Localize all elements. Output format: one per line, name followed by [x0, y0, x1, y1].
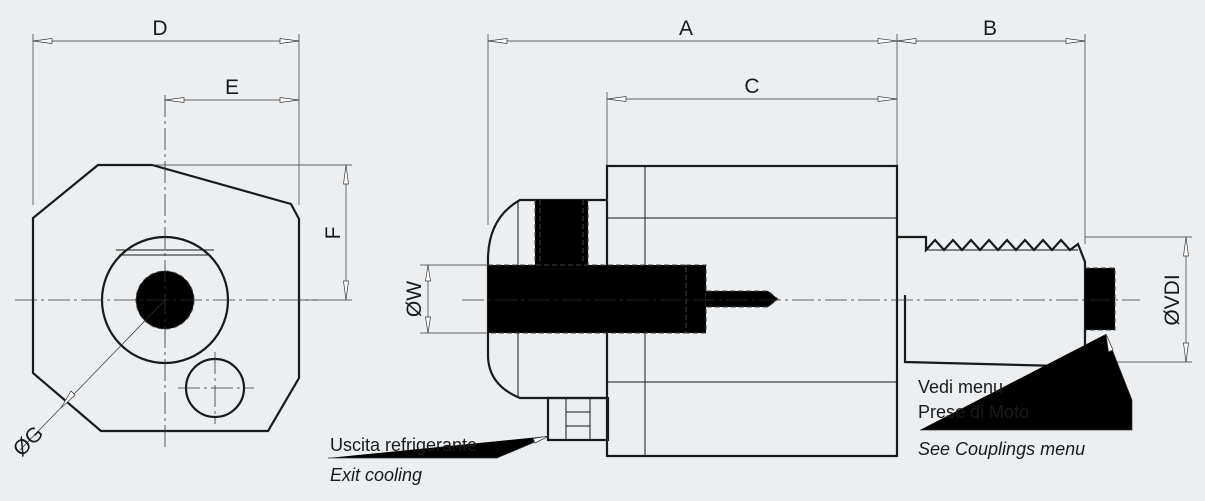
- dim-e-arrow-right: [279, 97, 300, 103]
- shank-outline: [897, 235, 1087, 368]
- dim-c-arrow-right: [877, 96, 898, 102]
- cooling-note-it: Uscita refrigerante: [330, 435, 477, 455]
- dim-a-arrow-right: [877, 38, 898, 44]
- dim-vdi-arrow-bottom: [1183, 342, 1189, 363]
- dim-a-label: A: [679, 17, 693, 40]
- dim-c-arrow-left: [606, 96, 627, 102]
- dim-a-arrow-left: [487, 38, 508, 44]
- dim-d-arrow-right: [279, 38, 300, 44]
- dim-f-arrow-top: [343, 164, 349, 185]
- cooling-note-en: Exit cooling: [330, 465, 422, 485]
- dim-w-label: ØW: [403, 281, 426, 317]
- nose-outline: [486, 198, 607, 400]
- front-view: D E F ØG: [9, 17, 352, 461]
- coolant-outlet-hex: [565, 397, 591, 441]
- dim-c-label: C: [744, 75, 759, 98]
- dim-b-label: B: [983, 17, 997, 40]
- dim-f-arrow-bottom: [343, 280, 349, 301]
- coolant-outlet-body: [546, 396, 610, 442]
- front-body-outline: [31, 163, 301, 433]
- dim-e-label: E: [225, 76, 239, 99]
- dim-vdi-label: ØVDI: [1161, 274, 1184, 325]
- shank-end-hidden: [1085, 267, 1116, 331]
- side-view: A B C ØW ØVDI Vedi menu Prese di Moto Se…: [328, 17, 1192, 485]
- coupling-note-en: See Couplings menu: [918, 439, 1085, 459]
- dim-d-label: D: [152, 17, 167, 40]
- dim-g-arrow: [60, 390, 76, 409]
- dim-e-arrow-left: [164, 97, 185, 103]
- dim-d-arrow-left: [32, 38, 53, 44]
- coupling-leader-arrow: [1105, 333, 1114, 353]
- dim-b-arrow-right: [1065, 38, 1086, 44]
- coupling-note-line-1: Vedi menu: [918, 377, 1003, 397]
- dim-vdi-arrow-top: [1183, 236, 1189, 257]
- dim-w-arrow-top: [425, 264, 431, 282]
- bore-w-hidden: [488, 264, 707, 334]
- dim-w-arrow-bottom: [425, 316, 431, 334]
- coupling-leader: [920, 333, 1133, 431]
- dim-b-arrow-left: [896, 38, 917, 44]
- coupling-note-line-2: Prese di Moto: [918, 402, 1029, 422]
- dim-f-label: F: [322, 227, 345, 240]
- cooling-leader-arrow: [532, 435, 550, 444]
- cooling-leader: [328, 435, 550, 459]
- dim-g-leader: [19, 299, 166, 451]
- drill-hidden: [706, 290, 779, 308]
- dim-g-label: ØG: [9, 422, 48, 461]
